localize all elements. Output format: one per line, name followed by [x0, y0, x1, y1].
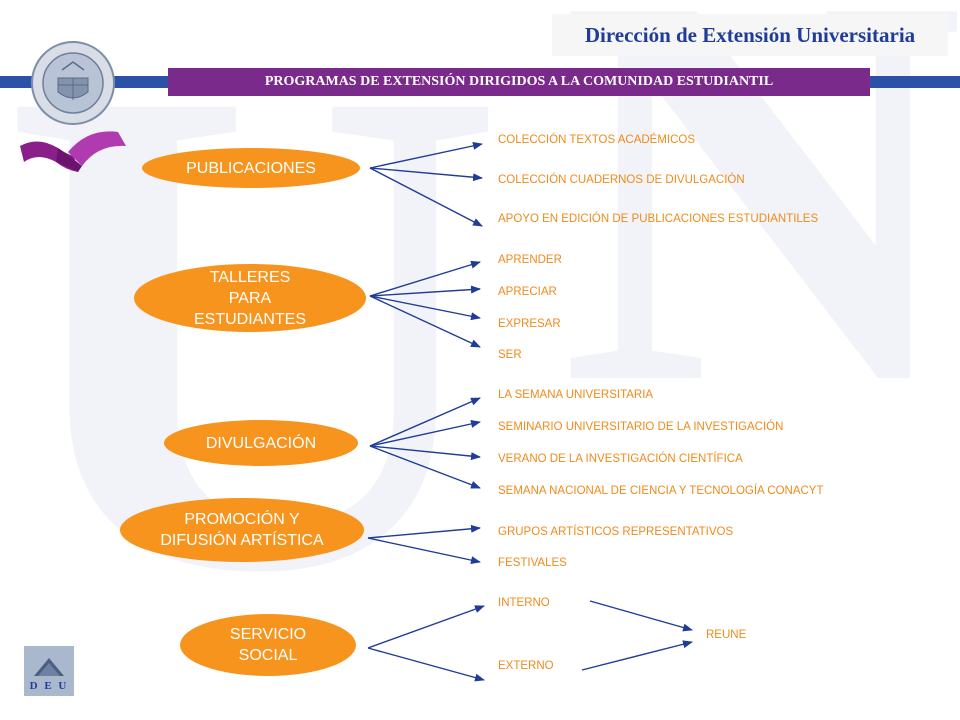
university-seal-icon: [31, 41, 115, 125]
node-label: PUBLICACIONES: [186, 159, 316, 177]
node-divulgacion: DIVULGACIÓN: [164, 420, 358, 466]
leaf-externo: EXTERNO: [498, 660, 554, 672]
arrow-divulgacion-3: [369, 445, 481, 461]
node-servicio: SERVICIO SOCIAL: [180, 614, 356, 676]
arrow-externo-reune: [581, 640, 693, 671]
leaf-festivales: FESTIVALES: [498, 557, 567, 569]
arrow-talleres-3: [369, 295, 481, 321]
leaf-semana-nacional: SEMANA NACIONAL DE CIENCIA Y TECNOLOGÍA …: [498, 485, 824, 497]
leaf-apreciar: APRECIAR: [498, 286, 557, 298]
node-promocion: PROMOCIÓN Y DIFUSIÓN ARTÍSTICA: [120, 498, 364, 562]
node-talleres: TALLERES PARA ESTUDIANTES: [134, 264, 366, 332]
arrow-interno-reune: [589, 600, 693, 632]
home-button[interactable]: D E U: [24, 646, 74, 696]
arrow-publicaciones-3: [369, 167, 483, 227]
subtitle-banner: PROGRAMAS DE EXTENSIÓN DIRIGIDOS A LA CO…: [168, 68, 870, 96]
home-label: D E U: [29, 680, 69, 692]
arrow-servicio-2: [367, 647, 485, 682]
arrow-divulgacion-4: [369, 445, 481, 489]
home-icon: [34, 658, 64, 676]
page-title: Dirección de Extensión Universitaria: [584, 22, 916, 47]
node-label: DIFUSIÓN ARTÍSTICA: [160, 532, 324, 549]
node-label: TALLERES: [209, 268, 291, 286]
leaf-semana-universitaria: LA SEMANA UNIVERSITARIA: [498, 389, 654, 401]
node-label: PROMOCIÓN Y: [184, 511, 300, 528]
arrow-servicio-1: [367, 605, 485, 649]
leaf-seminario: SEMINARIO UNIVERSITARIO DE LA INVESTIGAC…: [498, 421, 784, 433]
leaf-coleccion-cuadernos: COLECCIÓN CUADERNOS DE DIVULGACIÓN: [498, 174, 745, 186]
leaf-interno: INTERNO: [498, 597, 550, 609]
arrow-talleres-2: [369, 285, 481, 297]
ribbon-icon: [20, 131, 126, 172]
page-subtitle: PROGRAMAS DE EXTENSIÓN DIRIGIDOS A LA CO…: [264, 74, 774, 89]
title-box: Dirección de Extensión Universitaria: [552, 14, 948, 56]
node-label: DIVULGACIÓN: [205, 434, 317, 452]
leaf-ser: SER: [498, 349, 522, 361]
node-label: SERVICIO: [229, 626, 307, 643]
node-label: ESTUDIANTES: [193, 310, 306, 328]
node-label: SOCIAL: [238, 647, 298, 664]
leaf-reune: REUNE: [706, 629, 747, 641]
leaf-grupos-artisticos: GRUPOS ARTÍSTICOS REPRESENTATIVOS: [498, 526, 734, 538]
leaf-aprender: APRENDER: [498, 254, 562, 266]
node-label: PARA: [228, 289, 272, 307]
node-publicaciones: PUBLICACIONES: [142, 148, 360, 188]
arrow-promocion-1: [367, 524, 481, 539]
leaf-verano: VERANO DE LA INVESTIGACIÓN CIENTÍFICA: [498, 453, 743, 465]
arrow-divulgacion-2: [369, 420, 481, 447]
arrow-promocion-2: [367, 537, 481, 565]
leaf-coleccion-textos: COLECCIÓN TEXTOS ACADÉMICOS: [498, 134, 696, 146]
leaf-expresar: EXPRESAR: [498, 318, 561, 330]
arrow-publicaciones-1: [369, 141, 483, 169]
arrow-publicaciones-2: [369, 167, 483, 182]
arrow-divulgacion-1: [369, 397, 481, 447]
arrow-talleres-4: [369, 295, 481, 348]
leaf-apoyo-edicion: APOYO EN EDICIÓN DE PUBLICACIONES ESTUDI…: [498, 213, 819, 225]
arrow-talleres-1: [369, 260, 481, 297]
